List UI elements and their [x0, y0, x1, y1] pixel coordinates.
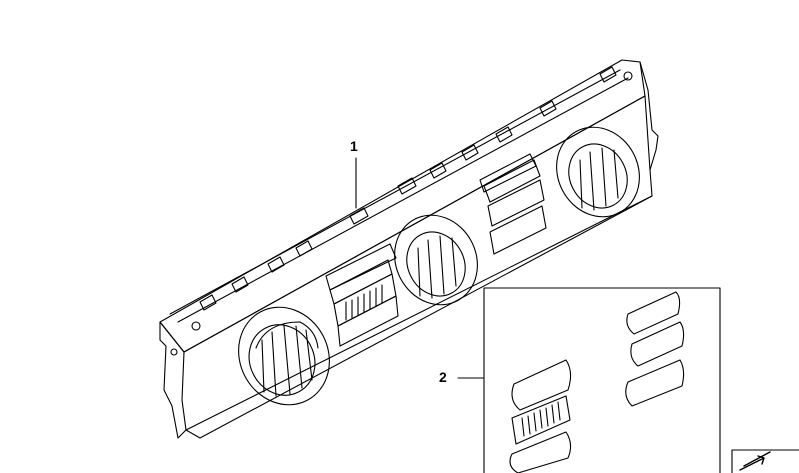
mount-hole	[170, 348, 178, 356]
panel-tab	[267, 256, 285, 273]
panel-top-face	[159, 59, 646, 353]
panel-tab	[539, 100, 557, 117]
left-rotary-knob	[238, 306, 330, 406]
panel-tab	[199, 294, 217, 311]
panel-left-end	[159, 321, 187, 439]
panel-tab	[295, 240, 313, 257]
mount-hole	[623, 71, 633, 81]
detail-box-frame	[483, 287, 721, 473]
button-cap	[626, 291, 681, 335]
panel-tab	[349, 207, 369, 225]
panel-tab	[397, 177, 417, 195]
callout-label-2: 2	[439, 369, 447, 385]
callout-label-1: 1	[350, 138, 358, 154]
right-switch-cluster	[479, 153, 547, 255]
panel-tab	[495, 126, 513, 143]
center-rotary-knob	[394, 214, 478, 306]
control-panel-assembly	[159, 59, 659, 439]
panel-tab	[231, 276, 249, 293]
button-cap	[511, 359, 572, 411]
detail-box	[457, 287, 721, 473]
panel-front-face	[181, 95, 653, 431]
button-cap	[630, 321, 685, 367]
panel-tab	[461, 144, 479, 161]
panel-bottom-edge	[185, 195, 653, 439]
panel-top-rail	[169, 69, 629, 323]
right-rotary-knob	[556, 126, 640, 218]
arrow-icon[interactable]	[731, 449, 799, 473]
panel-right-end	[639, 61, 659, 171]
grille-button	[511, 395, 571, 445]
mount-hole	[191, 321, 201, 331]
button-cap	[625, 359, 685, 407]
button-cap	[509, 431, 572, 473]
panel-tab	[599, 66, 617, 83]
left-switch-cluster	[325, 243, 399, 347]
panel-tab	[429, 162, 447, 179]
